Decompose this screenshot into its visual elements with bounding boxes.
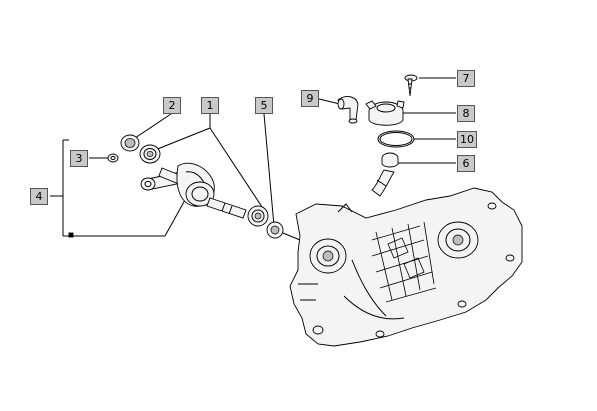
callout-6: 6: [457, 155, 475, 172]
part-5-seal: [266, 221, 284, 239]
crankshaft-assembly: [140, 162, 247, 219]
callout-10: 10: [457, 131, 477, 148]
part-1-bearing-right: [247, 205, 269, 227]
part-1-bearing-left: [139, 144, 161, 164]
callout-9: 9: [301, 90, 319, 107]
part-3-nut: [107, 153, 119, 163]
callout-1: 1: [201, 97, 219, 114]
part-7-screw: [404, 74, 418, 97]
callout-3: 3: [70, 150, 88, 167]
part-6-hose-clamp: [371, 152, 399, 197]
part-8-housing: [365, 100, 405, 126]
callout-8: 8: [457, 105, 475, 122]
callout-4: 4: [30, 188, 48, 205]
part-10-o-ring: [377, 130, 415, 148]
crankcase-casting: [289, 187, 523, 347]
callout-2: 2: [163, 97, 181, 114]
bracket-end-marker: [68, 232, 74, 238]
part-9-elbow-fitting: [337, 96, 359, 124]
callout-5: 5: [255, 97, 273, 114]
part-2-oil-seal: [120, 134, 140, 152]
leader-lines: [50, 77, 456, 241]
callout-7: 7: [457, 70, 475, 87]
